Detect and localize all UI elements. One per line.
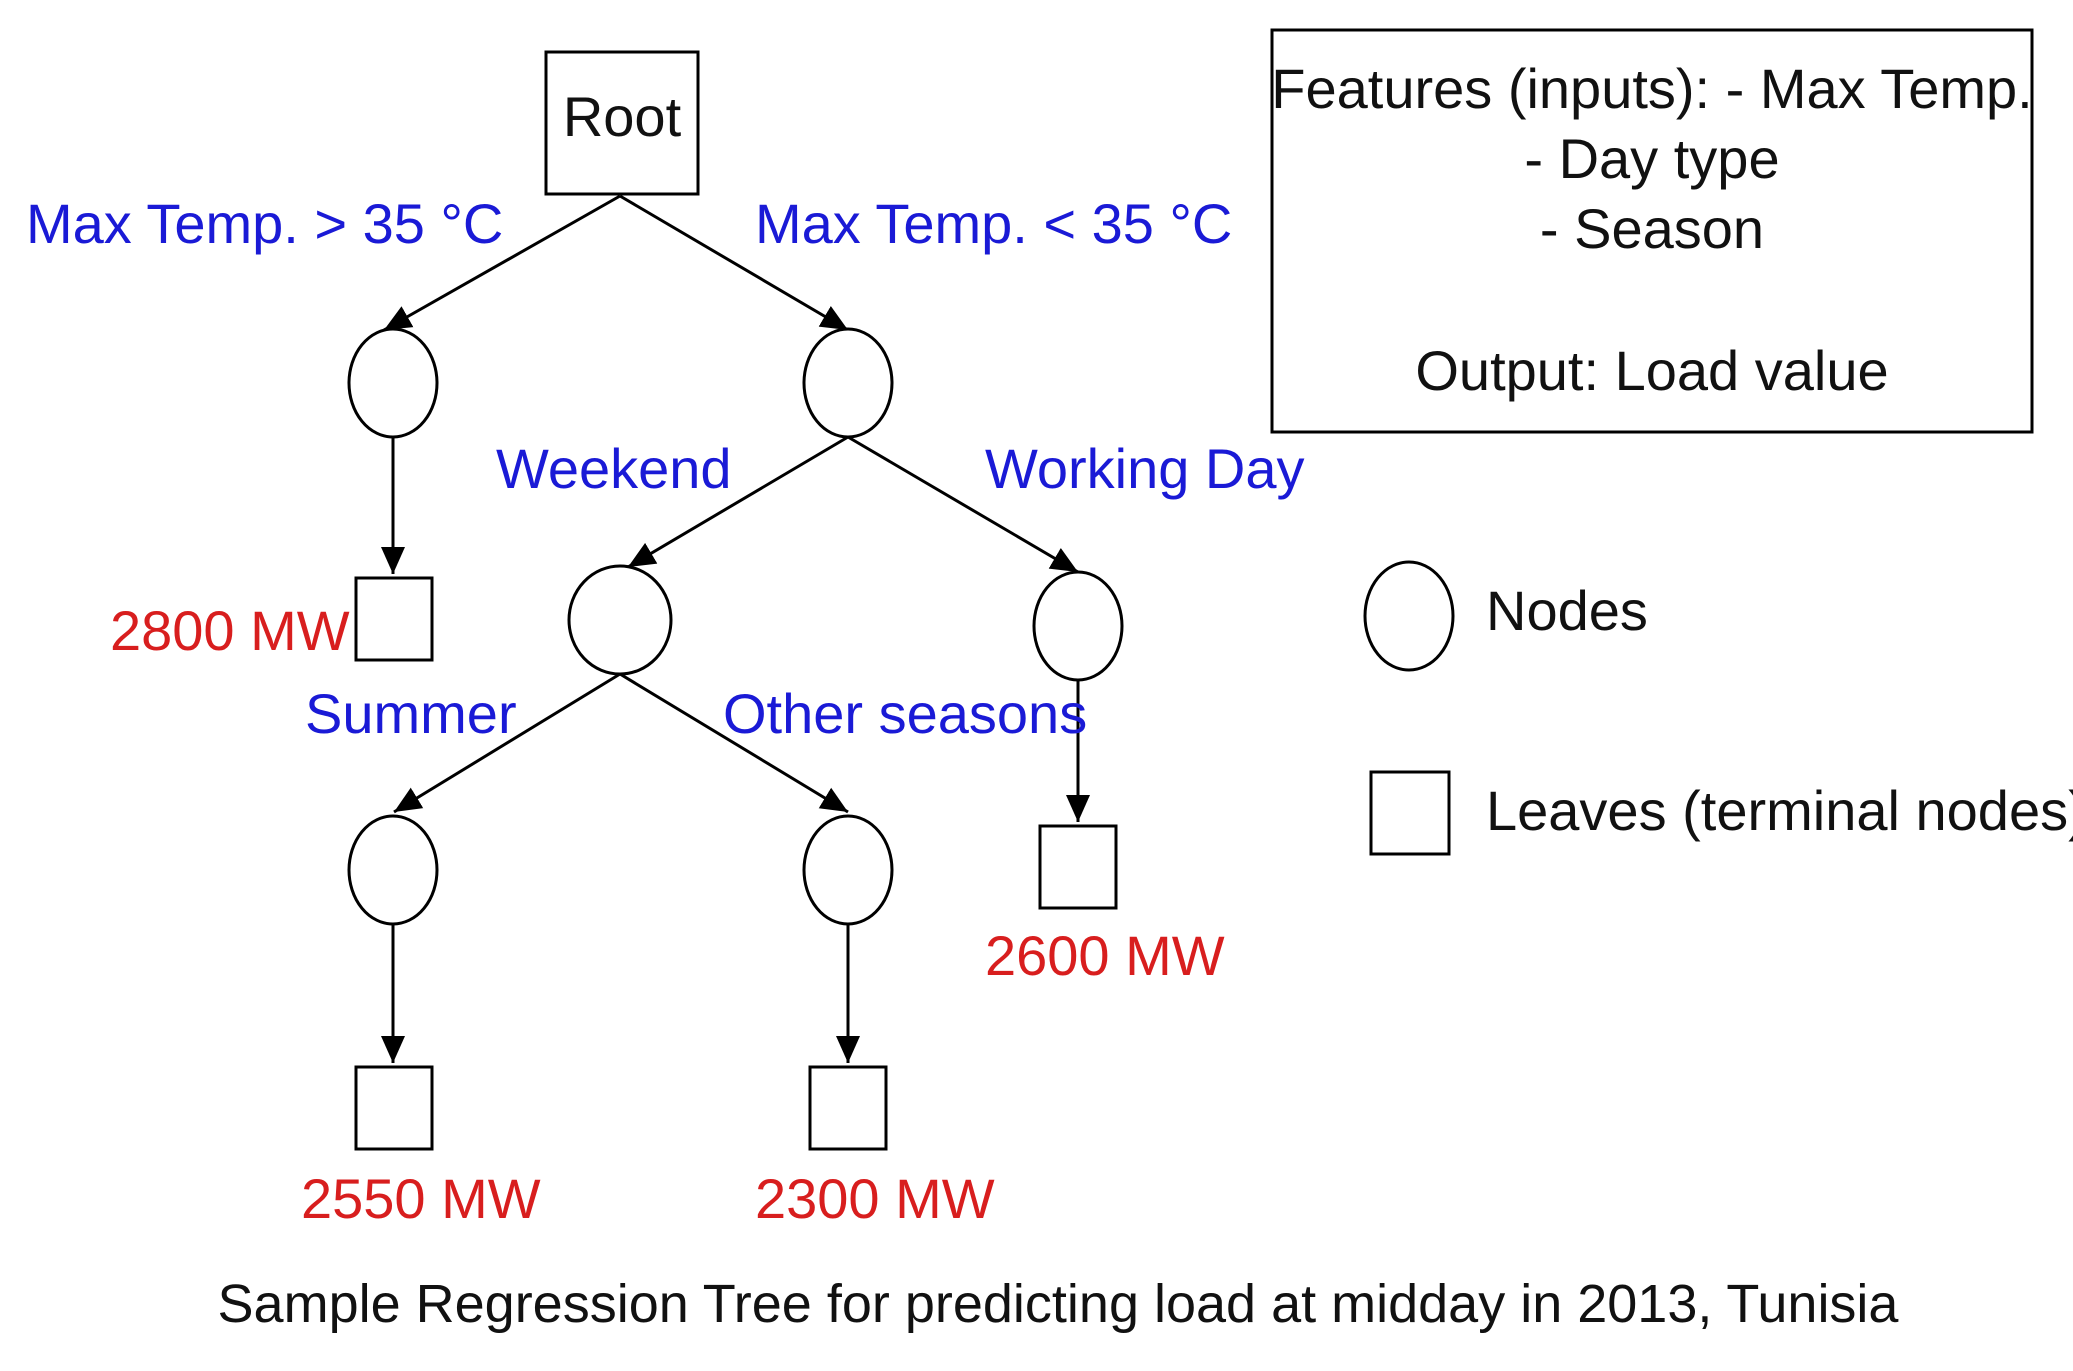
features-info-box: Features (inputs): - Max Temp. - Day typ… <box>1270 28 2034 434</box>
root-node: Root <box>544 50 700 196</box>
node-summer <box>347 814 439 926</box>
edge-weekend-node-to-other-seasons-node <box>619 672 849 814</box>
condition-temp-high: Max Temp. > 35 °C <box>26 192 503 255</box>
info-features-line: Features (inputs): - Max Temp. <box>1271 57 2032 120</box>
legend-node-symbol <box>1363 560 1455 672</box>
legend-nodes-label: Nodes <box>1486 579 1648 642</box>
leaf-2800 <box>354 576 434 662</box>
tree-edges <box>381 194 1090 1063</box>
leaf-2550 <box>354 1065 434 1151</box>
node-working-day <box>1032 570 1124 682</box>
condition-working-day: Working Day <box>985 437 1305 500</box>
edge-root-to-left-node <box>383 194 621 332</box>
condition-other-seasons: Other seasons <box>723 682 1087 745</box>
legend: Nodes Leaves (terminal nodes) <box>1363 560 2073 856</box>
info-output-line: Output: Load value <box>1415 339 1888 402</box>
edge-weekend-node-to-summer-node <box>393 672 621 814</box>
node-right <box>802 327 894 439</box>
info-season-line: - Season <box>1540 197 1764 260</box>
edge-root-to-right-node <box>619 194 849 332</box>
condition-temp-low: Max Temp. < 35 °C <box>755 192 1232 255</box>
leaf-2600 <box>1038 824 1118 910</box>
legend-leaves-label: Leaves (terminal nodes) <box>1486 779 2073 842</box>
edge-right-node-to-working-day-node <box>847 435 1079 574</box>
edge-right-node-to-weekend-node <box>627 435 849 569</box>
node-left <box>347 327 439 439</box>
node-other-seasons <box>802 814 894 926</box>
leaf-2300 <box>808 1065 888 1151</box>
node-weekend <box>567 564 673 676</box>
condition-summer: Summer <box>305 682 517 745</box>
condition-weekend: Weekend <box>496 437 732 500</box>
leaf-value-2800: 2800 MW <box>110 599 350 662</box>
legend-leaf-symbol <box>1369 770 1451 856</box>
diagram-caption: Sample Regression Tree for predicting lo… <box>218 1274 1900 1334</box>
leaf-value-2550: 2550 MW <box>301 1167 541 1230</box>
leaf-value-2300: 2300 MW <box>755 1167 995 1230</box>
leaf-value-2600: 2600 MW <box>985 924 1225 987</box>
root-label: Root <box>563 85 682 148</box>
info-day-type-line: - Day type <box>1524 127 1779 190</box>
